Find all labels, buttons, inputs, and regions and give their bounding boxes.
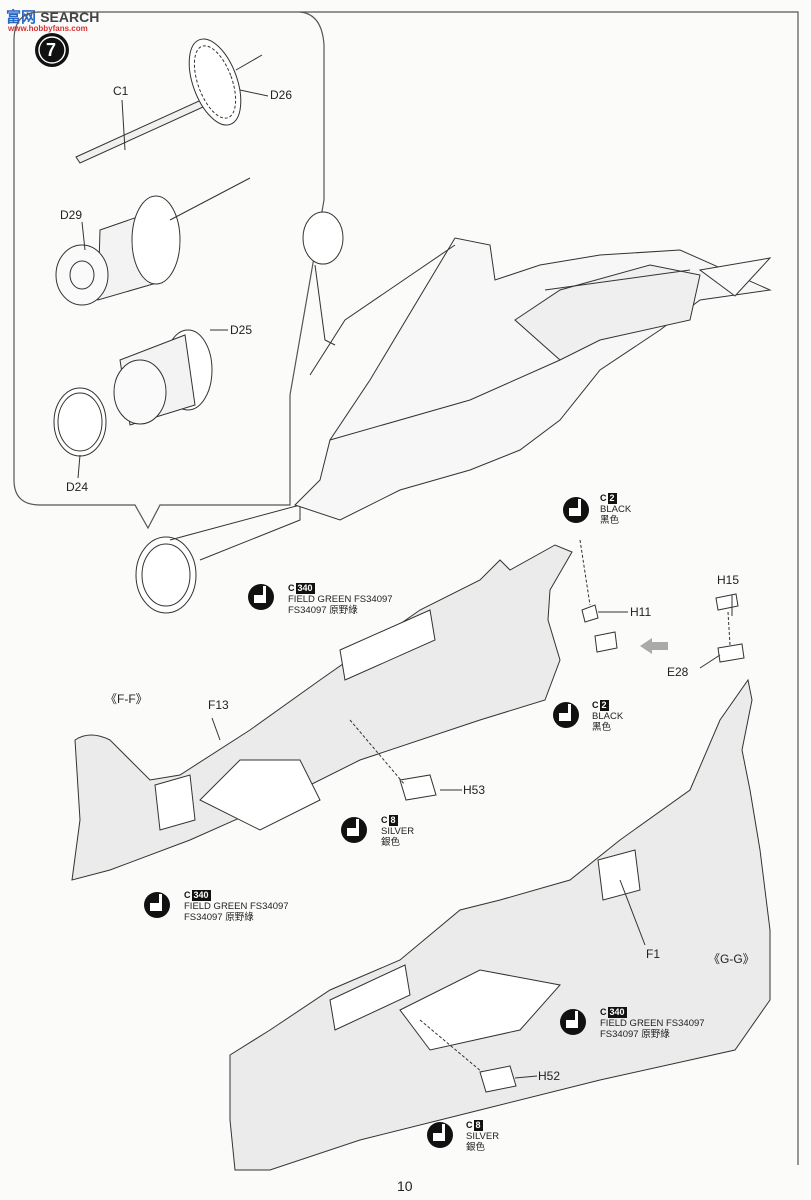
paint-number: 2 (599, 700, 609, 711)
label-h15: H15 (717, 573, 740, 587)
part-h11 (581, 604, 599, 623)
fuselage-f1 (229, 678, 771, 1171)
watermark-search: SEARCH (40, 9, 100, 25)
paint-code: C (600, 1007, 607, 1017)
paint-brush-icon (248, 584, 274, 610)
paint-name: BLACK (592, 711, 624, 722)
paint-name: BLACK (600, 504, 632, 515)
part-h52 (479, 1065, 517, 1093)
label-c1: C1 (113, 84, 129, 98)
paint-name-cn: 銀色 (381, 837, 401, 848)
paint-brush-icon (560, 1009, 586, 1035)
paint-name: FIELD GREEN FS34097 (184, 901, 289, 912)
paint-name: FIELD GREEN FS34097 (288, 594, 393, 605)
paint-code: C (381, 815, 388, 825)
paint-name: FIELD GREEN FS34097 (600, 1018, 705, 1029)
paint-name-cn: 銀色 (466, 1142, 486, 1153)
paint-code: C (288, 583, 295, 593)
paint-number: 340 (607, 1007, 627, 1018)
part-h15 (715, 593, 739, 611)
paint-name-cn: 黑色 (592, 722, 612, 733)
part-h53 (399, 774, 437, 801)
step-badge (35, 33, 69, 67)
paint-name-cn: FS34097 原野綠 (184, 912, 254, 923)
paint-code: C (466, 1120, 473, 1130)
paint-brush-icon (427, 1122, 453, 1148)
paint-number: 8 (473, 1120, 483, 1131)
view-label-gg: 《G-G》 (708, 952, 755, 966)
paint-code: C (600, 493, 607, 503)
paint-number: 8 (388, 815, 398, 826)
label-e28: E28 (667, 665, 689, 679)
paint-name: SILVER (381, 826, 415, 837)
paint-name-cn: FS34097 原野綠 (600, 1029, 670, 1040)
paint-code: C (592, 700, 599, 710)
paint-name-cn: FS34097 原野綠 (288, 605, 358, 616)
direction-arrow-icon (640, 638, 668, 654)
paint-name-cn: 黑色 (600, 515, 620, 526)
paint-number: 2 (607, 493, 617, 504)
paint-brush-icon (563, 497, 589, 523)
label-d26: D26 (270, 88, 293, 102)
paint-name: SILVER (466, 1131, 500, 1142)
paint-code: C (184, 890, 191, 900)
watermark-logo: 富网 SEARCH www.hobbyfans.com (6, 6, 100, 33)
paint-number: 340 (191, 890, 211, 901)
label-h11: H11 (630, 605, 652, 619)
label-d29: D29 (60, 208, 83, 222)
watermark-url: www.hobbyfans.com (8, 24, 88, 33)
label-h52: H52 (538, 1069, 561, 1083)
paint-number: 340 (295, 583, 315, 594)
step-number: 7 (46, 40, 57, 60)
view-label-ff: 《F-F》 (105, 692, 148, 706)
label-h53: H53 (463, 783, 486, 797)
label-f13: F13 (208, 698, 229, 712)
paint-brush-icon (553, 702, 579, 728)
watermark-char-1: 富 (6, 9, 22, 26)
part-e28 (717, 643, 745, 663)
label-f1: F1 (646, 947, 661, 961)
paint-brush-icon (144, 892, 170, 918)
paint-brush-icon (341, 817, 367, 843)
label-d24: D24 (66, 480, 89, 494)
page-number: 10 (397, 1178, 413, 1194)
label-d25: D25 (230, 323, 253, 337)
